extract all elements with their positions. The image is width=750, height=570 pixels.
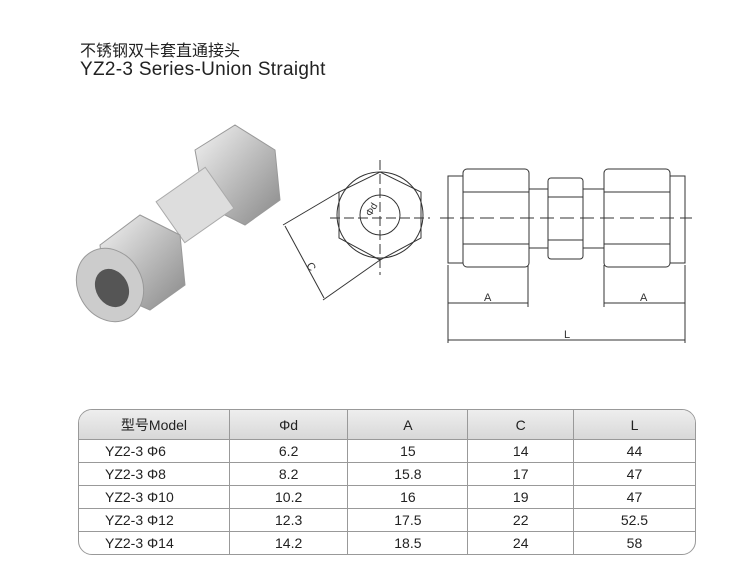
table-cell: 19 [467,485,574,509]
table-cell: 16 [347,485,468,509]
table-cell: YZ2-3 Φ12 [79,508,230,532]
table-cell: 24 [467,531,574,554]
title-english: YZ2-3 Series-Union Straight [80,59,326,80]
header-d: Φd [228,410,348,440]
label-a-right: A [640,292,648,304]
table-cell: 15.8 [347,462,468,486]
label-l: L [564,329,570,341]
table-cell: YZ2-3 Φ10 [79,485,230,509]
end-view-drawing [282,160,430,301]
label-c: C [303,261,317,274]
fitting-photo [75,124,281,323]
table-cell: 22 [467,508,574,532]
table-cell: 47 [572,485,695,509]
table-cell: 8.2 [228,462,348,486]
title-chinese: 不锈钢双卡套直通接头 [80,41,241,60]
table-cell: YZ2-3 Φ8 [79,462,230,486]
table-cell: 6.2 [228,439,348,463]
table-header-row: 型号Model Φd A C L [79,410,695,440]
table-cell: YZ2-3 Φ14 [79,531,230,554]
header-a: A [347,410,468,440]
table-cell: 58 [572,531,695,554]
table-cell: 44 [572,439,695,463]
table-cell: YZ2-3 Φ6 [79,439,230,463]
table-cell: 10.2 [228,485,348,509]
product-figure: C Φd A A L [75,124,692,343]
table-cell: 14.2 [228,531,348,554]
side-view-drawing [440,168,692,343]
label-d: Φd [364,201,380,218]
table-cell: 18.5 [347,531,468,554]
table-cell: 15 [347,439,468,463]
table-cell: 14 [467,439,574,463]
table-cell: 47 [572,462,695,486]
header-c: C [467,410,574,440]
label-a-left: A [484,292,492,304]
header-model: 型号Model [79,410,230,440]
header-l: L [572,410,695,440]
table-cell: 17 [467,462,574,486]
table-cell: 17.5 [347,508,468,532]
table-cell: 12.3 [228,508,348,532]
table-cell: 52.5 [572,508,695,532]
